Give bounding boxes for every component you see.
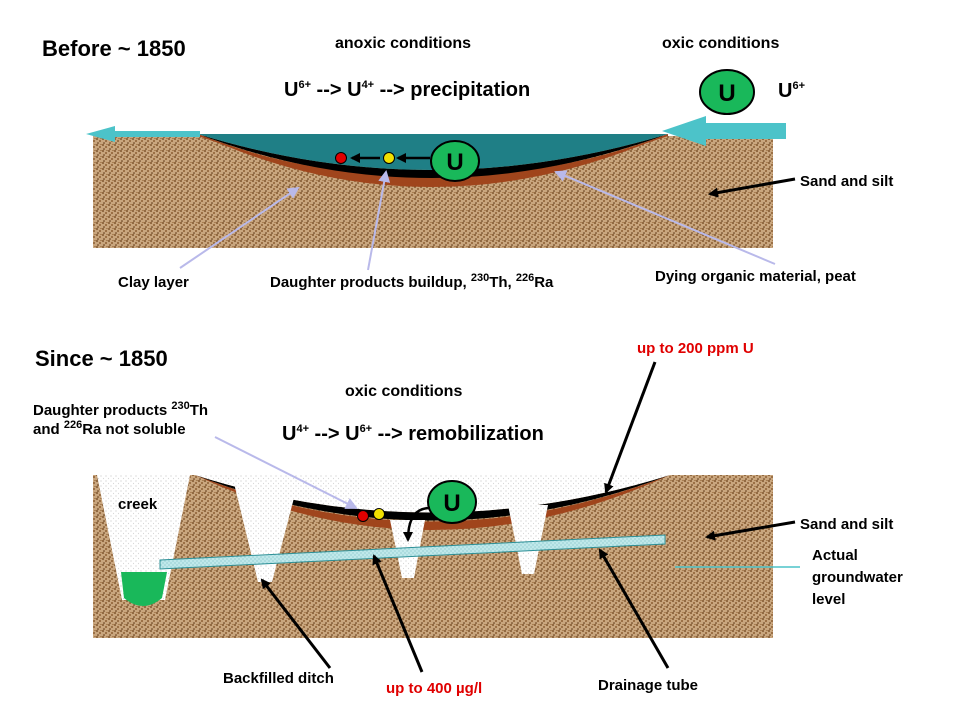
bottom-peat-layer: [195, 475, 670, 521]
bottom-equation: U4+ --> U6+ --> remobilization: [282, 423, 544, 445]
drain-label: Drainage tube: [598, 677, 698, 694]
top-sand-label: Sand and silt: [800, 173, 893, 190]
ditch-label: Backfilled ditch: [223, 670, 334, 687]
bottom-yellow-dot: [373, 508, 385, 520]
bottom-daughter-line1: Daughter products 230Th: [33, 400, 208, 419]
u-circle-basin-label: U: [446, 149, 463, 176]
backfilled-ditch-3: [508, 505, 548, 574]
bottom-oxic-label: oxic conditions: [345, 383, 462, 400]
ugl-label: up to 400 µg/l: [386, 680, 482, 697]
bottom-daughter-line2: and 226Ra not soluble: [33, 419, 186, 438]
top-peat-layer: [198, 134, 668, 178]
top-oxic-label: oxic conditions: [662, 35, 779, 52]
bottom-panel: U Since ~ 1850 oxic conditions U4+ --> U…: [33, 340, 903, 697]
u-circle-oxic: [699, 69, 755, 115]
top-red-dot: [335, 152, 347, 164]
u-circle-oxic-label: U: [718, 80, 735, 107]
top-daughter-label: Daughter products buildup, 230Th, 226Ra: [270, 272, 554, 291]
u-circle-bottom: [427, 480, 477, 524]
bottom-red-dot: [357, 510, 369, 522]
creek-label: creek: [118, 496, 158, 513]
top-clay-label: Clay layer: [118, 274, 189, 291]
creek-water: [121, 572, 167, 606]
bottom-sand-label: Sand and silt: [800, 516, 893, 533]
u-circle-bottom-label: U: [443, 490, 460, 517]
bottom-title: Since ~ 1850: [35, 346, 168, 371]
u-circle-basin: [430, 140, 480, 182]
bottom-clay-layer: [195, 475, 670, 530]
top-peat-label: Dying organic material, peat: [655, 268, 856, 285]
backfilled-ditch-1: [232, 475, 300, 582]
inflow-arrow: [662, 116, 786, 146]
top-anoxic-label: anoxic conditions: [335, 35, 471, 52]
top-yellow-dot: [383, 152, 395, 164]
top-clay-layer: [198, 134, 668, 187]
gw-label-line1: Actual: [812, 547, 858, 564]
top-equation: U6+ --> U4+ --> precipitation: [284, 79, 530, 101]
top-title: Before ~ 1850: [42, 36, 186, 61]
top-panel: U U Before ~ 1850 anoxic conditions oxic…: [42, 35, 893, 291]
top-u6-label: U6+: [778, 80, 805, 102]
outflow-arrow: [86, 126, 200, 142]
drainage-tube: [159, 534, 666, 570]
ppm-label: up to 200 ppm U: [637, 340, 754, 357]
gw-label-line2: groundwater: [812, 569, 903, 586]
gw-label-line3: level: [812, 591, 845, 608]
